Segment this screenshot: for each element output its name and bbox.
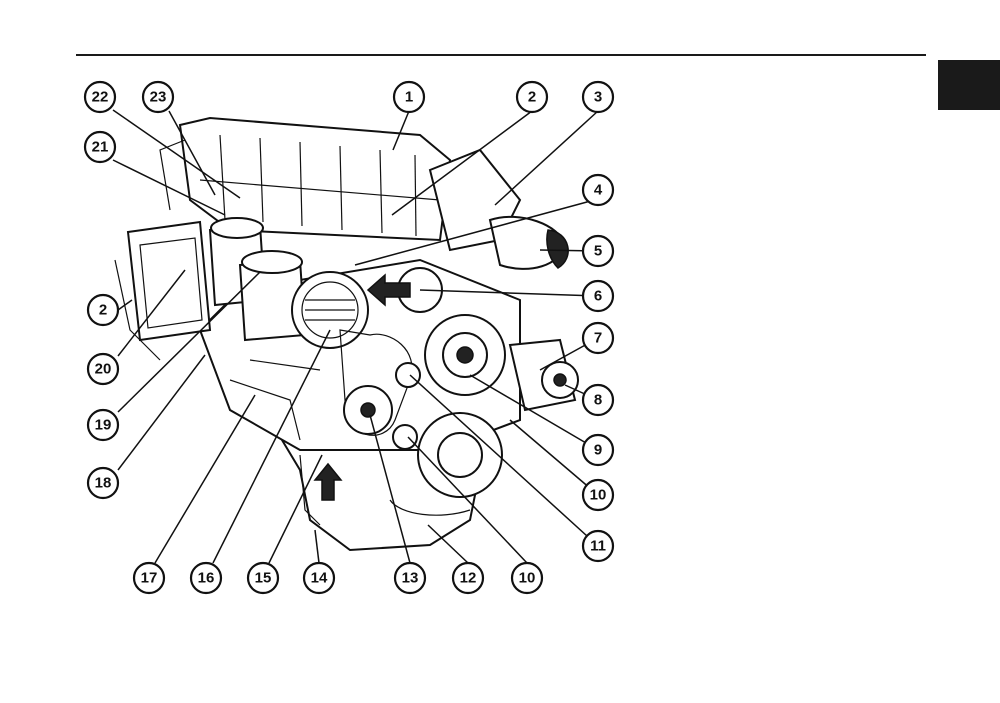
svg-text:3: 3	[594, 89, 602, 106]
svg-text:5: 5	[594, 243, 602, 260]
svg-text:9: 9	[594, 442, 602, 459]
callout-6: 6	[581, 279, 615, 313]
svg-text:10: 10	[519, 570, 536, 587]
callout-16: 16	[189, 561, 223, 595]
svg-text:20: 20	[95, 361, 112, 378]
svg-text:17: 17	[141, 570, 158, 587]
callout-5: 5	[581, 234, 615, 268]
callout-13: 13	[393, 561, 427, 595]
svg-text:4: 4	[594, 182, 603, 199]
callout-7: 7	[581, 321, 615, 355]
callout-20: 20	[86, 352, 120, 386]
svg-text:2: 2	[528, 89, 536, 106]
svg-text:18: 18	[95, 475, 112, 492]
callout-22: 22	[83, 80, 117, 114]
svg-text:2: 2	[99, 302, 107, 319]
callout-15: 15	[246, 561, 280, 595]
svg-text:6: 6	[594, 288, 602, 305]
svg-text:8: 8	[594, 392, 602, 409]
callout-2-top: 2	[515, 80, 549, 114]
svg-text:13: 13	[402, 570, 419, 587]
svg-text:16: 16	[198, 570, 215, 587]
callout-17: 17	[132, 561, 166, 595]
svg-text:21: 21	[92, 139, 109, 156]
callout-2-left: 2	[86, 293, 120, 327]
callout-12: 12	[451, 561, 485, 595]
leader-lines	[112, 109, 599, 564]
svg-text:14: 14	[311, 570, 328, 587]
header-rule	[76, 54, 926, 56]
callout-9: 9	[581, 433, 615, 467]
callout-3: 3	[581, 80, 615, 114]
callout-1: 1	[392, 80, 426, 114]
svg-text:22: 22	[92, 89, 109, 106]
callout-10-bottom: 10	[510, 561, 544, 595]
svg-text:19: 19	[95, 417, 112, 434]
svg-text:12: 12	[460, 570, 477, 587]
svg-text:7: 7	[594, 330, 602, 347]
callout-14: 14	[302, 561, 336, 595]
callout-19: 19	[86, 408, 120, 442]
callout-8: 8	[581, 383, 615, 417]
callout-10-right: 10	[581, 478, 615, 512]
control-unit	[126, 220, 212, 342]
callout-21: 21	[83, 130, 117, 164]
flow-arrow-up	[313, 462, 343, 501]
callout-23: 23	[141, 80, 175, 114]
callout-11: 11	[581, 529, 615, 563]
svg-text:11: 11	[590, 538, 606, 555]
svg-text:15: 15	[255, 570, 272, 587]
svg-text:10: 10	[590, 487, 607, 504]
idler-pulley	[395, 362, 421, 388]
flow-arrow-left	[366, 273, 411, 307]
engine-drawing	[114, 116, 579, 552]
svg-text:1: 1	[405, 89, 413, 106]
section-tab	[938, 60, 1000, 110]
callout-4: 4	[581, 173, 615, 207]
callout-18: 18	[86, 466, 120, 500]
svg-text:23: 23	[150, 89, 167, 106]
